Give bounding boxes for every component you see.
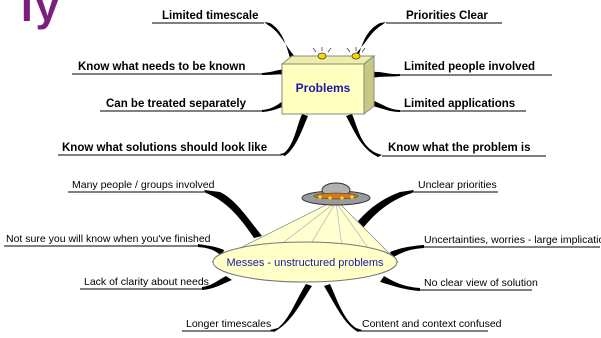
branch-line	[270, 284, 312, 332]
messes-branch-label: Many people / groups involved	[72, 179, 215, 191]
problems-box: Problems	[282, 47, 374, 114]
problems-center-label: Problems	[296, 81, 351, 95]
messes-branch-label: Content and context confused	[362, 318, 502, 330]
messes-branch-label: Lack of clarity about needs	[84, 276, 209, 288]
problems-branch-label: Limited people involved	[404, 61, 535, 73]
branch-line	[280, 114, 308, 156]
branch-line	[372, 72, 400, 78]
branch-line	[380, 276, 420, 291]
box-side	[364, 56, 374, 114]
branch-line	[390, 245, 424, 258]
branch-line	[264, 22, 296, 58]
messes-branch-label: Longer timescales	[186, 318, 271, 330]
problems-branch-label: Limited applications	[404, 98, 515, 110]
messes-branch-label: Uncertainties, worries - large implicati…	[424, 234, 601, 246]
problems-branch-label: Know what needs to be known	[78, 61, 245, 73]
messes-branch-label: Not sure you will know when you've finis…	[6, 233, 211, 245]
messes-center-label: Messes - unstructured problems	[226, 257, 384, 269]
branch-line	[372, 100, 400, 112]
messes-branch-label: No clear view of solution	[424, 277, 538, 289]
problems-branch-label: Limited timescale	[162, 10, 259, 22]
problems-branch-label: Know what solutions should look like	[62, 142, 267, 154]
branch-line	[204, 190, 262, 238]
branch-line	[352, 22, 386, 58]
branch-line	[346, 114, 382, 157]
problems-branch-label: Can be treated separately	[106, 98, 247, 110]
problems-branch-label: Priorities Clear	[406, 10, 488, 22]
messes-map: Messes - unstructured problems Many peop…	[4, 179, 601, 332]
messes-branch-label: Unclear priorities	[418, 179, 497, 191]
branch-line	[324, 284, 362, 332]
problems-map: Problems Limited timescale Know what nee…	[58, 10, 552, 157]
problems-branch-label: Know what the problem is	[388, 142, 530, 154]
